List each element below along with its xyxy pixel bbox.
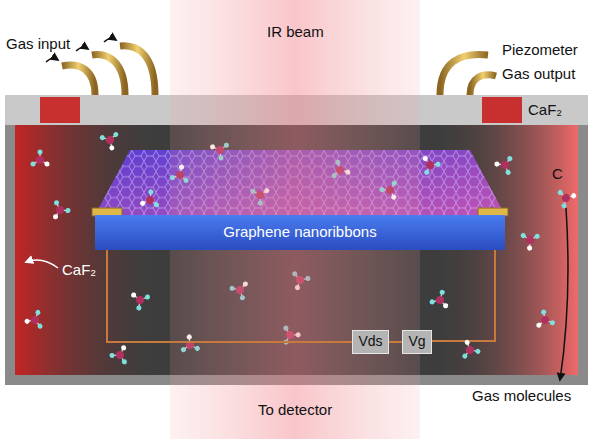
gas-molecule: [99, 126, 124, 151]
node-text: Vg: [408, 334, 425, 349]
gas-molecule: [139, 188, 164, 213]
node-text: Graphene nanoribbons: [223, 224, 376, 241]
gas-molecule: [552, 184, 577, 209]
gas-molecule: [520, 227, 544, 252]
gas-output-label: Gas output: [502, 66, 575, 83]
atom-label: C: [552, 166, 563, 183]
beam-label: IR beam: [267, 24, 324, 41]
wire: [389, 341, 402, 343]
detector-label: To detector: [258, 402, 332, 419]
voltage-source-box: Vg: [402, 330, 432, 354]
gas-molecule: [536, 309, 558, 333]
gas-molecule: [429, 287, 452, 309]
node-text: Vds: [358, 334, 382, 349]
gas-molecule: [31, 150, 50, 167]
gas-molecule: [417, 155, 441, 178]
gas-molecule: [53, 200, 71, 220]
wire: [107, 250, 352, 342]
gas-molecule: [24, 309, 49, 334]
voltage-source-box: Vds: [352, 330, 389, 354]
piezometer-label: Piezometer: [502, 42, 578, 59]
gas-molecule: [456, 339, 481, 364]
graphene-band: Graphene nanoribbons: [95, 215, 505, 250]
gas-molecule: [494, 155, 518, 178]
molecule-label: Gas molecules: [472, 388, 571, 405]
gas-molecule: [129, 292, 150, 311]
window-label: CaF₂: [528, 102, 562, 119]
gas-input-label: Gas input: [6, 36, 70, 53]
window-label: CaF₂: [62, 262, 96, 279]
gas-molecule: [109, 345, 127, 365]
